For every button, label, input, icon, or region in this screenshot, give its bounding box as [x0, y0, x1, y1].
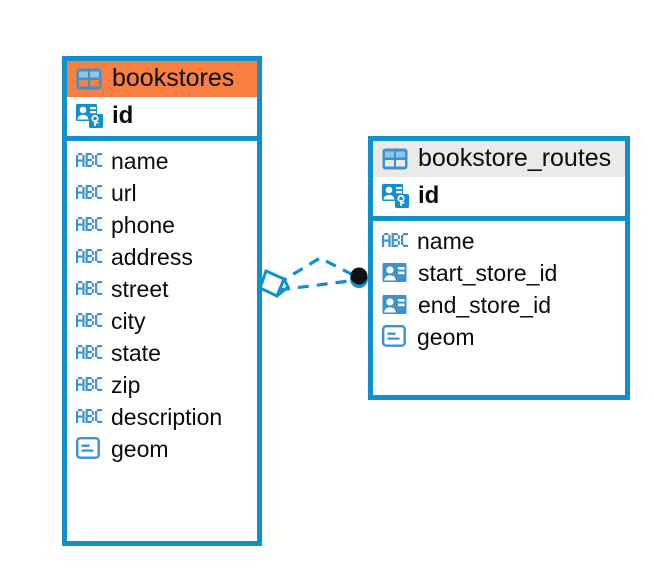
- field-list-bookstore-routes: name start_store_id: [373, 221, 625, 358]
- field-row-geom[interactable]: geom: [67, 433, 257, 465]
- field-row-state[interactable]: state: [67, 337, 257, 369]
- field-row-street[interactable]: street: [67, 273, 257, 305]
- primary-key-icon: [76, 104, 103, 128]
- field-label: end_store_id: [418, 291, 551, 318]
- field-row-geom[interactable]: geom: [373, 321, 625, 353]
- table-icon: [382, 148, 408, 170]
- text-abc-icon: [76, 280, 102, 295]
- field-row-description[interactable]: description: [67, 401, 257, 433]
- field-list-bookstores: name url: [67, 141, 257, 470]
- relationship-line-upper: [276, 256, 358, 286]
- entity-header-bookstore-routes[interactable]: bookstore_routes: [373, 141, 625, 177]
- geometry-icon: [76, 436, 100, 459]
- field-row-address[interactable]: address: [67, 241, 257, 273]
- field-row-zip[interactable]: zip: [67, 369, 257, 401]
- field-label: url: [111, 179, 137, 206]
- entity-table-bookstores[interactable]: bookstores id: [62, 56, 262, 546]
- field-label: city: [111, 307, 146, 334]
- table-icon: [76, 68, 102, 90]
- field-label: geom: [417, 323, 475, 350]
- foreign-key-icon: [382, 262, 407, 282]
- field-row-url[interactable]: url: [67, 177, 257, 209]
- text-abc-icon: [76, 408, 102, 423]
- field-label: description: [111, 403, 223, 430]
- field-label: phone: [111, 211, 175, 238]
- text-abc-icon: [76, 216, 102, 231]
- field-label: start_store_id: [418, 259, 558, 286]
- field-label: geom: [111, 435, 169, 462]
- field-row-city[interactable]: city: [67, 305, 257, 337]
- text-abc-icon: [76, 248, 102, 263]
- relationship-line-lower: [278, 278, 358, 292]
- primary-key-icon: [382, 184, 409, 208]
- field-label: zip: [111, 371, 141, 398]
- text-abc-icon: [76, 152, 102, 167]
- field-label: address: [111, 243, 193, 270]
- field-row-name[interactable]: name: [67, 145, 257, 177]
- field-row-start-store-id[interactable]: start_store_id: [373, 257, 625, 289]
- field-label: name: [417, 227, 475, 254]
- text-abc-icon: [76, 184, 102, 199]
- entity-title: bookstore_routes: [418, 144, 612, 172]
- field-label: name: [111, 147, 169, 174]
- field-row-phone[interactable]: phone: [67, 209, 257, 241]
- field-label: street: [111, 275, 169, 302]
- entity-table-bookstore-routes[interactable]: bookstore_routes id: [368, 136, 630, 400]
- text-abc-icon: [382, 232, 408, 247]
- foreign-key-icon: [382, 294, 407, 314]
- filled-circle-marker: [350, 267, 368, 288]
- primary-key-row-bookstore-routes[interactable]: id: [373, 177, 625, 221]
- text-abc-icon: [76, 344, 102, 359]
- primary-key-row-bookstores[interactable]: id: [67, 97, 257, 141]
- field-label: id: [112, 101, 134, 129]
- entity-title: bookstores: [112, 64, 235, 92]
- field-row-end-store-id[interactable]: end_store_id: [373, 289, 625, 321]
- text-abc-icon: [76, 376, 102, 391]
- entity-header-bookstores[interactable]: bookstores: [67, 61, 257, 97]
- field-label: state: [111, 339, 161, 366]
- geometry-icon: [382, 324, 406, 347]
- text-abc-icon: [76, 312, 102, 327]
- field-label: id: [418, 181, 440, 209]
- field-row-name[interactable]: name: [373, 225, 625, 257]
- rhombus-marker: [258, 268, 290, 299]
